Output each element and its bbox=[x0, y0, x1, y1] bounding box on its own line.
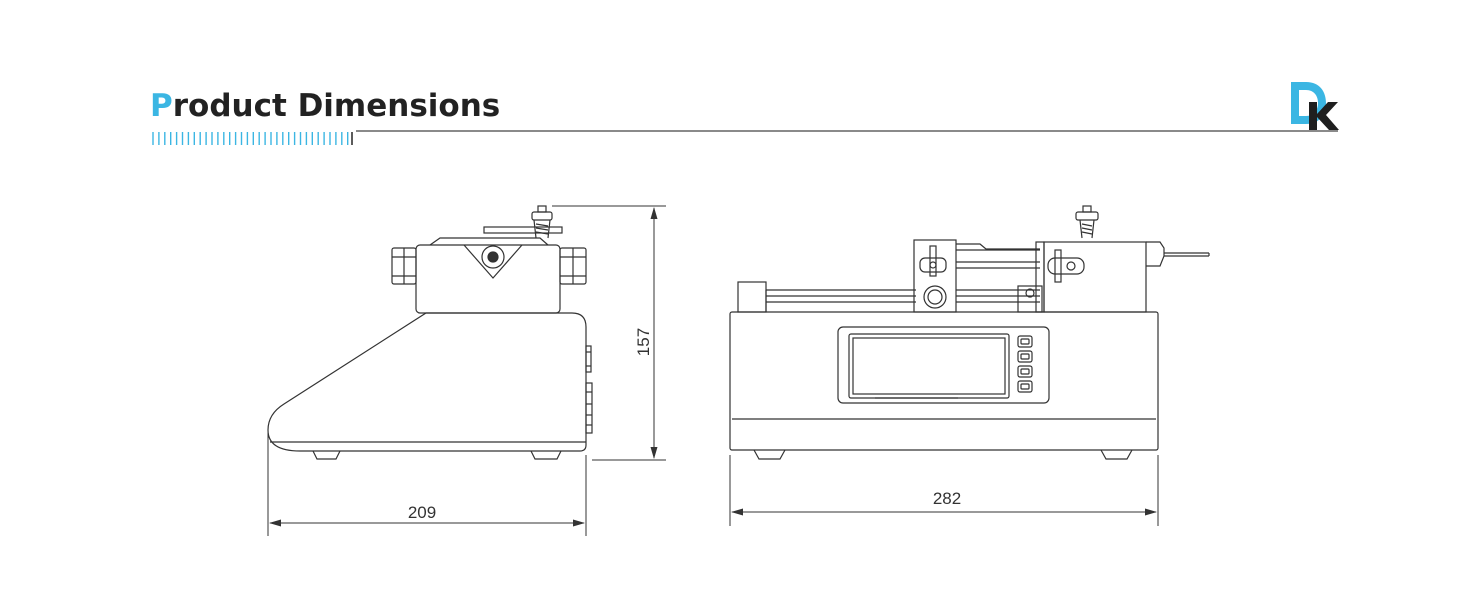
front-width-dimension: 282 bbox=[729, 455, 1159, 526]
front-view-foot-left bbox=[753, 449, 786, 460]
display-panel bbox=[837, 326, 1050, 404]
panel-button-4 bbox=[1017, 380, 1033, 393]
header-rule bbox=[356, 130, 1338, 132]
title-underline-ticks bbox=[152, 132, 353, 145]
front-view bbox=[729, 205, 1210, 460]
panel-button-3 bbox=[1017, 365, 1033, 378]
height-dimension: 157 bbox=[552, 205, 666, 461]
page-header: Product Dimensions bbox=[0, 0, 1480, 160]
side-view-foot-right bbox=[530, 450, 562, 460]
side-width-label: 209 bbox=[408, 503, 436, 522]
side-view-body bbox=[267, 312, 587, 452]
front-view-body bbox=[729, 311, 1159, 451]
pusher-block bbox=[913, 239, 957, 313]
syringe-barrel bbox=[1043, 241, 1147, 313]
page-title: Product Dimensions bbox=[150, 86, 500, 126]
side-view-foot-left bbox=[312, 450, 341, 460]
side-width-dimension: 209 bbox=[267, 432, 587, 536]
dk-logo bbox=[1291, 82, 1339, 130]
front-view-foot-right bbox=[1100, 449, 1133, 460]
title-first-letter: P bbox=[150, 88, 173, 124]
title-rest: roduct Dimensions bbox=[172, 88, 501, 124]
front-width-label: 282 bbox=[933, 489, 961, 508]
panel-button-2 bbox=[1017, 350, 1033, 363]
display-screen bbox=[848, 333, 1010, 399]
panel-button-1 bbox=[1017, 335, 1033, 348]
height-label: 157 bbox=[634, 328, 653, 356]
side-view bbox=[267, 205, 593, 460]
